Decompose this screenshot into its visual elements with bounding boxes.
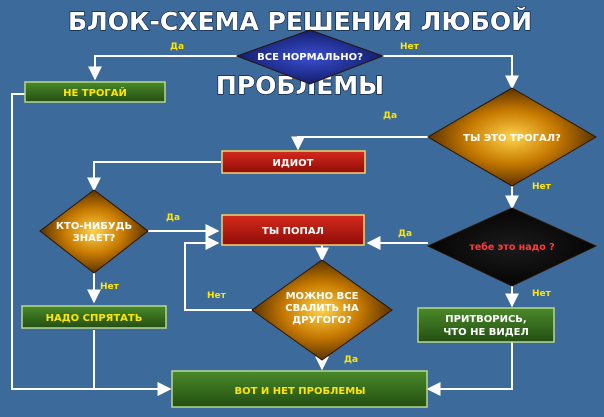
svg-text:КТО-НИБУДЬ: КТО-НИБУДЬ	[56, 221, 132, 232]
svg-text:НАДО СПРЯТАТЬ: НАДО СПРЯТАТЬ	[46, 313, 143, 324]
svg-text:ЧТО НЕ ВИДЕЛ: ЧТО НЕ ВИДЕЛ	[443, 327, 529, 338]
svg-text:ТЫ ПОПАЛ: ТЫ ПОПАЛ	[262, 226, 324, 237]
svg-text:ВОТ И НЕТ ПРОБЛЕМЫ: ВОТ И НЕТ ПРОБЛЕМЫ	[234, 386, 365, 397]
svg-text:ТЫ ЭТО ТРОГАЛ?: ТЫ ЭТО ТРОГАЛ?	[463, 133, 561, 144]
decision-all-normal: ВСЕ НОРМАЛЬНО?	[235, 29, 385, 85]
edge-blame-no	[184, 236, 252, 311]
edge-idiot-to-knows	[87, 161, 221, 192]
process-dont-touch: НЕ ТРОГАЙ	[24, 81, 166, 103]
svg-text:тебе это надо ?: тебе это надо ?	[469, 242, 554, 253]
process-hide-it: НАДО СПРЯТАТЬ	[21, 305, 167, 329]
edge-hide-to-result	[93, 330, 172, 396]
svg-text:ДРУГОГО?: ДРУГОГО?	[292, 315, 352, 326]
edge-pretend-to-result	[426, 342, 513, 396]
svg-text:НЕ ТРОГАЙ: НЕ ТРОГАЙ	[63, 86, 127, 99]
svg-text:ПРИТВОРИСЬ,: ПРИТВОРИСЬ,	[445, 314, 526, 325]
decision-blame-someone: МОЖНО ВСЕ СВАЛИТЬ НА ДРУГОГО?	[251, 259, 393, 361]
edge-label-blame-no: Нет	[207, 291, 227, 301]
svg-text:ИДИОТ: ИДИОТ	[273, 158, 314, 169]
decision-did-you-touch: ТЫ ЭТО ТРОГАЛ?	[427, 87, 597, 187]
svg-text:МОЖНО ВСЕ: МОЖНО ВСЕ	[286, 291, 359, 302]
edge-label-blame-yes: Да	[344, 355, 358, 365]
edge-label-all-normal-yes: Да	[170, 42, 184, 52]
edge-label-need-no: Нет	[532, 289, 552, 299]
process-no-problem: ВОТ И НЕТ ПРОБЛЕМЫ	[171, 370, 428, 408]
decision-do-you-need-it: тебе это надо ?	[426, 207, 598, 287]
edge-label-need-yes: Да	[398, 229, 412, 239]
edge-label-knows-no: Нет	[100, 282, 120, 292]
process-pretend: ПРИТВОРИСЬ, ЧТО НЕ ВИДЕЛ	[417, 307, 555, 343]
edge-label-touched-no: Нет	[532, 182, 552, 192]
decision-anyone-knows: КТО-НИБУДЬ ЗНАЕТ?	[39, 189, 149, 274]
svg-text:СВАЛИТЬ НА: СВАЛИТЬ НА	[285, 303, 359, 314]
svg-text:ВСЕ НОРМАЛЬНО?: ВСЕ НОРМАЛЬНО?	[257, 52, 363, 63]
edge-all-normal-yes	[88, 55, 237, 81]
edge-label-all-normal-no: Нет	[400, 42, 420, 52]
edge-dont-touch-to-result	[11, 93, 172, 396]
svg-text:ЗНАЕТ?: ЗНАЕТ?	[73, 233, 116, 244]
edge-all-normal-no	[380, 55, 519, 90]
edge-touched-yes	[291, 136, 432, 151]
process-idiot: ИДИОТ	[221, 150, 366, 174]
process-you-got-caught: ТЫ ПОПАЛ	[221, 214, 365, 246]
edge-label-touched-yes: Да	[383, 111, 397, 121]
diagram-title-line1: БЛОК-СХЕМА РЕШЕНИЯ ЛЮБОЙ	[68, 7, 532, 36]
edge-label-knows-yes: Да	[166, 213, 180, 223]
